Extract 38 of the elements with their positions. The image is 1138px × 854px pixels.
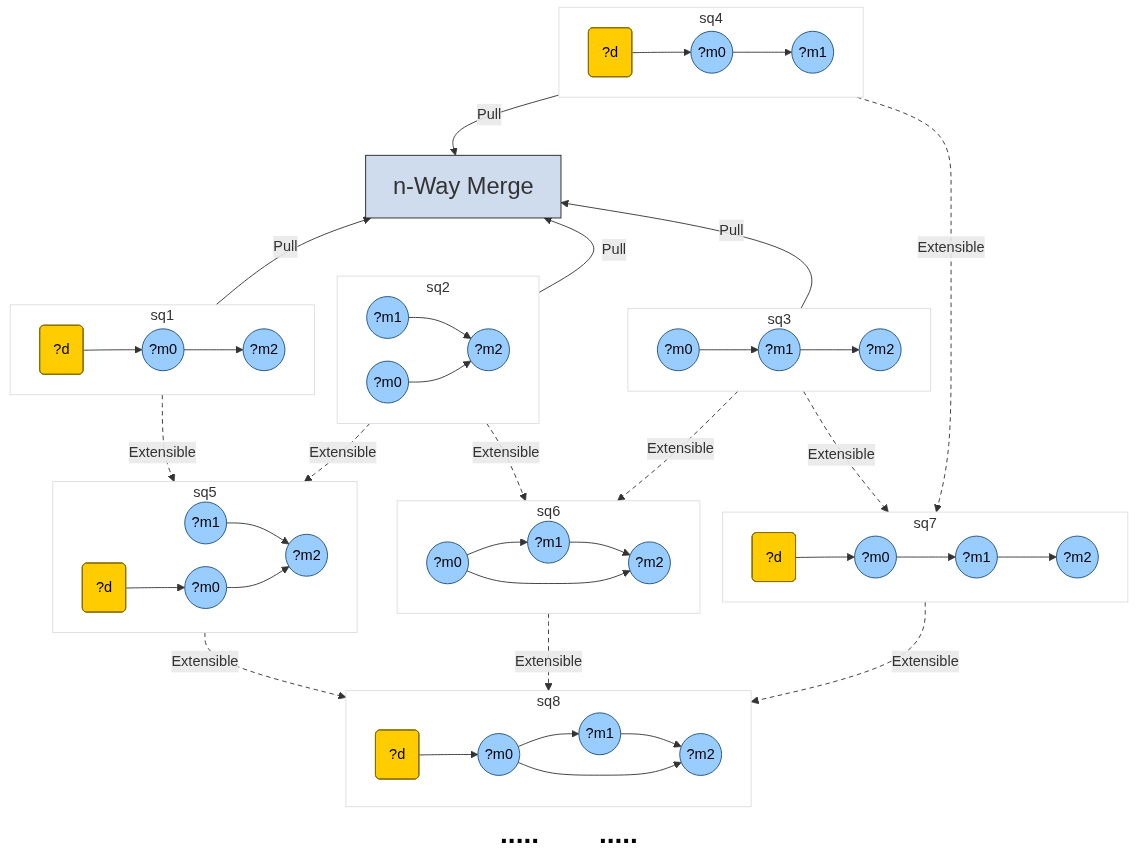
edge-label: Extensible xyxy=(515,653,583,669)
node-circle: ?m2 xyxy=(628,541,671,585)
node-circle: ?m1 xyxy=(184,501,228,545)
edge-label: Extensible xyxy=(171,653,239,669)
ellipsis-text: ..... xyxy=(599,818,638,850)
node-circle: ?m1 xyxy=(791,30,835,74)
node-box: n-Way Merge xyxy=(365,154,562,219)
node-circle: ?m0 xyxy=(184,566,228,609)
node-circle: ?m2 xyxy=(679,733,723,776)
edge-label: Extensible xyxy=(128,444,196,460)
node-circle: ?m1 xyxy=(757,328,801,372)
edge-label: Extensible xyxy=(807,446,875,463)
node-circle: ?m2 xyxy=(858,328,902,372)
node-circle: ?m1 xyxy=(366,296,410,339)
edge-label: Extensible xyxy=(891,653,959,669)
node-circle: ?m1 xyxy=(527,520,570,564)
node-circle: ?m2 xyxy=(285,533,328,577)
edge-label: Extensible xyxy=(646,440,714,457)
edge-label: Extensible xyxy=(309,444,377,460)
node-circle: ?m0 xyxy=(366,360,410,404)
node-circle: ?m2 xyxy=(242,328,286,372)
edge-label: Pull xyxy=(719,222,744,238)
node-circle: ?m1 xyxy=(955,535,998,579)
edge-label: Pull xyxy=(273,238,298,255)
ellipsis-text: ..... xyxy=(500,818,539,850)
node-circle: ?m0 xyxy=(854,535,897,579)
node-circle: ?m1 xyxy=(578,712,622,756)
node-circle: ?m2 xyxy=(1055,535,1099,579)
node-circle: ?m0 xyxy=(426,541,469,585)
node-circle: ?m2 xyxy=(467,328,510,372)
edge-label: Extensible xyxy=(917,238,985,255)
node-circle: ?m0 xyxy=(656,328,700,372)
node-circle: ?m0 xyxy=(690,30,734,74)
edge-label: Extensible xyxy=(472,444,540,460)
edge-label: Pull xyxy=(601,241,627,258)
edge-label: Pull xyxy=(476,106,502,122)
node-circle: ?m0 xyxy=(477,733,521,776)
node-circle: ?m0 xyxy=(141,328,185,372)
